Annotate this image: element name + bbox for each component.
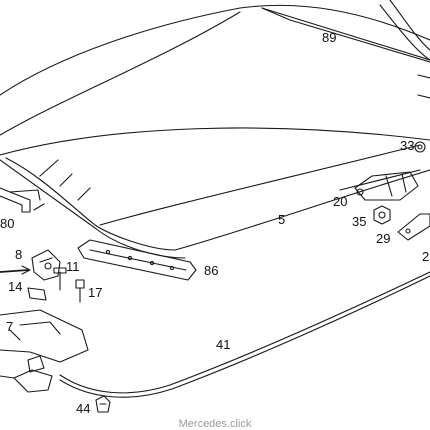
clip-44 <box>95 395 111 413</box>
callout-41: 41 <box>216 337 231 352</box>
callout-35: 35 <box>352 214 367 229</box>
callout-2: 2 <box>422 249 430 264</box>
callout-44: 44 <box>76 401 91 416</box>
callout-11: 11 <box>66 259 80 274</box>
callout-14: 14 <box>8 279 23 294</box>
callout-80: 80 <box>0 216 15 231</box>
bolt-17 <box>75 279 85 303</box>
sealing-strip <box>77 239 197 281</box>
callout-33: 33 <box>400 138 415 153</box>
release-handle <box>0 355 53 393</box>
callout-5: 5 <box>278 212 286 227</box>
bracket-29 <box>397 213 430 241</box>
callout-17: 17 <box>88 285 103 300</box>
callout-8: 8 <box>15 247 23 262</box>
callout-20: 20 <box>333 194 348 209</box>
release-cable <box>59 271 430 398</box>
hood-latch-right <box>354 141 426 201</box>
watermark: Mercedes.click <box>178 418 252 430</box>
hood-edge-detail <box>339 169 421 191</box>
hinge-bracket <box>0 249 61 301</box>
callout-89: 89 <box>322 30 337 45</box>
bolt-11 <box>53 267 67 291</box>
insulation-pad <box>261 0 430 99</box>
hood-panel <box>0 4 430 259</box>
nut-35 <box>373 205 391 225</box>
hood-hinge-left <box>0 187 45 213</box>
callout-29: 29 <box>376 231 391 246</box>
lock-plate <box>0 309 89 363</box>
callout-86: 86 <box>204 263 219 278</box>
callout-7: 7 <box>6 319 14 334</box>
